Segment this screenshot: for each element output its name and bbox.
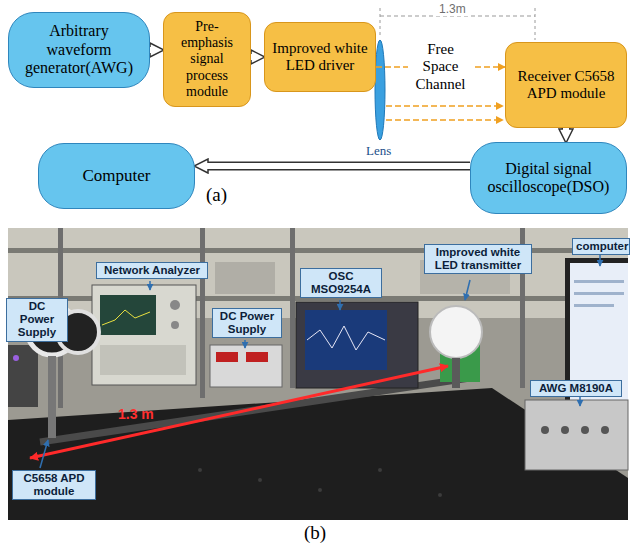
computer-box: Computer: [38, 143, 195, 209]
network-analyzer: [92, 285, 196, 385]
dc-power-supply: [246, 352, 268, 362]
lab-photo: [8, 228, 628, 520]
process-box: Improved white LED driver: [264, 22, 376, 92]
network-analyzer: [171, 321, 179, 329]
leader-arrows: [40, 255, 600, 468]
part-name: C5658 APD module: [12, 470, 96, 500]
optical-table: [198, 468, 202, 472]
free-space-rays: [386, 106, 503, 120]
connector-fill: [563, 128, 569, 132]
dc-power-supply: [216, 352, 238, 362]
distance-marker: [380, 8, 381, 38]
connector-fill: [205, 163, 470, 169]
subfigure-label: (a): [206, 184, 227, 206]
leader-arrows: [149, 281, 151, 290]
awg-instrument: [525, 400, 628, 470]
part-name: DC Power Supply: [212, 308, 282, 338]
connector-outline: [562, 128, 571, 132]
part-name: Network Analyzer: [96, 262, 208, 279]
node-text: Pre-emphasis signal process module: [170, 19, 244, 99]
connector-outline: [251, 53, 254, 62]
distance-label: 1.3m: [436, 2, 469, 16]
oscilloscope: [307, 326, 385, 350]
awg-instrument: [541, 426, 549, 434]
computer-monitor: [574, 292, 624, 295]
lab-photo: [8, 248, 628, 253]
led-transmitter: [430, 306, 482, 388]
receiver-box: Receiver C5658 APD module: [505, 42, 627, 128]
optical-table: [258, 478, 262, 482]
optical-table: [8, 388, 628, 520]
part-name: computer: [572, 238, 630, 255]
receiver-optics: [48, 356, 56, 438]
source-box: Arbitrary waveform generator(AWG): [8, 12, 150, 88]
free-space-rays: [386, 105, 503, 107]
optical-table: [8, 378, 628, 520]
connector-fill: [251, 54, 254, 60]
distance-line: [30, 366, 448, 458]
part-name: DC Power Supply: [6, 298, 68, 342]
leader-arrows: [579, 397, 581, 406]
receiver-optics: [13, 355, 19, 361]
network-analyzer: [102, 310, 150, 325]
signal-connector: [150, 50, 153, 51]
oscilloscope: [305, 310, 387, 370]
lens-symbol: [375, 40, 385, 140]
connector-outline: [150, 46, 153, 55]
awg-instrument: [581, 426, 589, 434]
optical-table: [378, 468, 382, 472]
node-text: Receiver C5658 APD module: [512, 68, 620, 103]
leader-arrows: [40, 440, 48, 468]
free-space-rays: [386, 119, 503, 121]
awg-instrument: [561, 426, 569, 434]
network-analyzer: [100, 345, 186, 375]
signal-connector: [205, 166, 470, 167]
dc-power-supply: [210, 345, 282, 387]
network-analyzer: [92, 285, 196, 385]
connector-outline: [205, 162, 470, 171]
computer-monitor: [574, 304, 614, 307]
awg-instrument: [525, 400, 628, 470]
leader-arrows: [465, 280, 470, 300]
lab-photo: [290, 228, 295, 388]
lab-photo: [200, 228, 205, 398]
optical-table: [438, 493, 442, 497]
lens-label: Lens: [366, 143, 391, 159]
computer-monitor: [574, 280, 624, 283]
lab-photo: [8, 228, 628, 520]
edge-label: Free Space Channel: [408, 40, 474, 94]
lab-photo: [215, 262, 275, 294]
optical-table: [318, 488, 322, 492]
network-analyzer: [170, 300, 180, 310]
leader-arrows: [339, 300, 341, 310]
part-name: OSC MSO9254A: [300, 268, 382, 298]
awg-instrument: [601, 426, 609, 434]
leader-arrows: [244, 340, 246, 348]
node-text: Digital signal oscilloscope(DSO): [477, 160, 620, 197]
part-name: Improved white LED transmitter: [424, 244, 532, 274]
led-transmitter: [430, 306, 482, 358]
connector-fill: [150, 47, 153, 53]
part-name: AWG M8190A: [530, 380, 622, 397]
process-box: Pre-emphasis signal process module: [163, 12, 251, 107]
subfigure-label: (b): [304, 522, 326, 544]
receiver-optics: [8, 345, 38, 407]
network-analyzer: [100, 295, 156, 335]
distance-marker: [535, 8, 536, 40]
node-text: Computer: [83, 166, 151, 186]
signal-connector: [251, 57, 254, 58]
distance-line: [30, 366, 448, 458]
instrument-box: Digital signal oscilloscope(DSO): [470, 142, 627, 214]
lens-symbol: [375, 40, 385, 140]
node-text: Improved white LED driver: [271, 40, 369, 75]
distance-label: 1.3 m: [118, 406, 154, 422]
dc-power-supply: [210, 345, 282, 387]
led-transmitter: [452, 358, 460, 388]
leader-arrows: [599, 255, 601, 266]
signal-connector: [566, 128, 567, 132]
node-text: Arbitrary waveform generator(AWG): [15, 22, 143, 77]
